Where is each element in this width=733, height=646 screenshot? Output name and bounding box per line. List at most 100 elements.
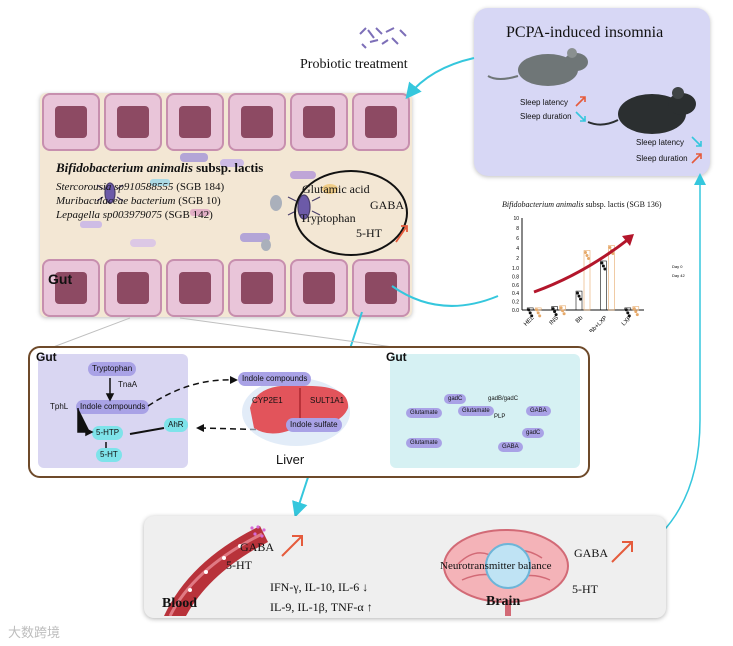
- species-row: Stercorousia sp910588555 (SGB 184): [56, 181, 225, 193]
- bar: [632, 306, 640, 311]
- data-point: [538, 314, 542, 318]
- bar: [534, 307, 542, 311]
- node-5ht: 5-HT: [96, 448, 122, 462]
- blood-brain-panel: Blood GABA 5-HT IFN-γ, IL-10, IL-6 ↓ IL-…: [144, 516, 666, 618]
- node-glutamate: Glutamate: [406, 438, 442, 448]
- blood-vessel-icon: [164, 526, 268, 616]
- bar: [608, 245, 615, 311]
- data-point: [562, 312, 566, 316]
- data-point: [635, 313, 639, 317]
- y-tick-label: 2: [516, 256, 519, 262]
- sleep-duration-text: Sleep duration: [636, 154, 688, 163]
- node-gaba: GABA: [526, 406, 551, 416]
- liver-indole-compounds: Indole compounds: [238, 372, 312, 386]
- sleep-arrows-icon: [691, 136, 702, 164]
- up-arrow-icon: [281, 535, 303, 557]
- bar: [624, 307, 632, 311]
- data-point: [577, 294, 581, 298]
- legend-label: Day 0: [672, 264, 683, 269]
- data-point: [632, 307, 636, 311]
- gut-label: Gut: [48, 271, 73, 287]
- insomnia-title: PCPA-induced insomnia: [506, 24, 664, 41]
- liver-cyp2e1: CYP2E1: [252, 396, 283, 405]
- bar: [551, 306, 558, 311]
- trend-arrow: [533, 236, 631, 294]
- metabolite-gaba: GABA: [370, 198, 405, 212]
- metabolite-5ht: 5-HT: [356, 226, 382, 240]
- chart-title: Bifidobacterium animalis subsp. lactis (…: [502, 200, 662, 209]
- blood-gaba: GABA: [240, 540, 275, 554]
- bar: [526, 307, 534, 311]
- cytokines-down: IFN-γ, IL-10, IL-6 ↓: [270, 580, 369, 594]
- insomnia-panel: PCPA-induced insomnia Sleep latency Slee…: [474, 8, 710, 176]
- legend-label: Day 42: [672, 273, 685, 278]
- cytokines-up: IL-9, IL-1β, TNF-α ↑: [270, 600, 373, 614]
- node-tnaa: TnaA: [118, 380, 138, 389]
- gaba-dots-icon: [250, 525, 266, 538]
- node-plp: PLP: [494, 414, 506, 420]
- node-glutamate: Glutamate: [458, 406, 494, 416]
- node-tryptophan: Tryptophan: [88, 362, 137, 376]
- node-gadb-gadc: gadB/gadC: [488, 396, 519, 402]
- data-point: [527, 308, 531, 312]
- x-tick-label: INS: [549, 315, 560, 326]
- brain-5ht: 5-HT: [572, 582, 598, 596]
- data-point: [530, 314, 534, 318]
- y-tick-label: 0.6: [512, 283, 519, 289]
- y-tick-label: 0.2: [512, 300, 519, 306]
- up-arrow-icon: [395, 225, 408, 243]
- probiotic-icon: [356, 24, 412, 52]
- y-tick-label: 0.4: [512, 291, 519, 297]
- liver-label: Liver: [276, 452, 305, 467]
- sleep-arrows-icon: [575, 96, 586, 122]
- data-point: [535, 308, 539, 312]
- left-gut-label: Gut: [36, 350, 57, 364]
- trend-arrow-head: [622, 234, 634, 246]
- sleep-latency-text: Sleep latency: [636, 138, 685, 147]
- right-gut-label: Gut: [386, 350, 407, 364]
- data-point: [585, 254, 589, 257]
- sleep-duration-text: Sleep duration: [520, 112, 572, 121]
- node-5htp: 5-HTP: [92, 426, 124, 440]
- mouse-gray-icon: [487, 48, 588, 86]
- node-tphl: TphL: [50, 402, 69, 411]
- data-point: [587, 257, 590, 260]
- bottom-villi: [40, 259, 412, 317]
- data-point: [601, 264, 605, 268]
- y-tick-label: 1.0: [512, 266, 519, 272]
- node-glutamate: Glutamate: [406, 408, 442, 418]
- data-point: [627, 314, 631, 318]
- gut-epithelium-panel: Gut: [40, 93, 412, 317]
- data-point: [608, 246, 612, 249]
- y-tick-label: 4: [516, 246, 519, 252]
- blood-label: Blood: [162, 596, 198, 611]
- metabolite-oval: [294, 170, 408, 256]
- data-point: [603, 267, 607, 271]
- blood-5ht: 5-HT: [226, 558, 252, 572]
- bar: [583, 250, 591, 311]
- data-point: [528, 311, 532, 315]
- species-title: Bifidobacterium animalis subsp. lactis: [56, 160, 264, 175]
- brain-gaba: GABA: [574, 546, 609, 560]
- up-arrow-icon: [611, 541, 633, 563]
- data-point: [536, 311, 540, 315]
- data-point: [579, 297, 582, 301]
- species-list: Bifidobacterium animalis subsp. lactis S…: [56, 160, 306, 240]
- species-row: Muribaculaceae bacterium (SGB 10): [56, 195, 221, 207]
- neurotransmitter-balance: Neurotransmitter balance: [440, 560, 552, 572]
- brain-label: Brain: [486, 594, 521, 609]
- bar: [575, 290, 583, 311]
- node-indole-compounds: Indole compounds: [76, 400, 150, 414]
- y-tick-label: 8: [516, 226, 519, 232]
- y-tick-label: 10: [513, 216, 519, 222]
- node-gaba: GABA: [498, 442, 523, 452]
- data-point: [626, 311, 630, 315]
- liver-indole-sulfate: Indole sulfate: [286, 418, 342, 432]
- data-point: [554, 313, 558, 317]
- probiotic-treatment-label: Probiotic treatment: [300, 57, 408, 72]
- x-tick-label: Bb: [575, 315, 585, 325]
- node-gadc: gadC: [522, 428, 545, 438]
- liver-sult1a1: SULT1A1: [310, 396, 345, 405]
- data-point: [576, 291, 579, 295]
